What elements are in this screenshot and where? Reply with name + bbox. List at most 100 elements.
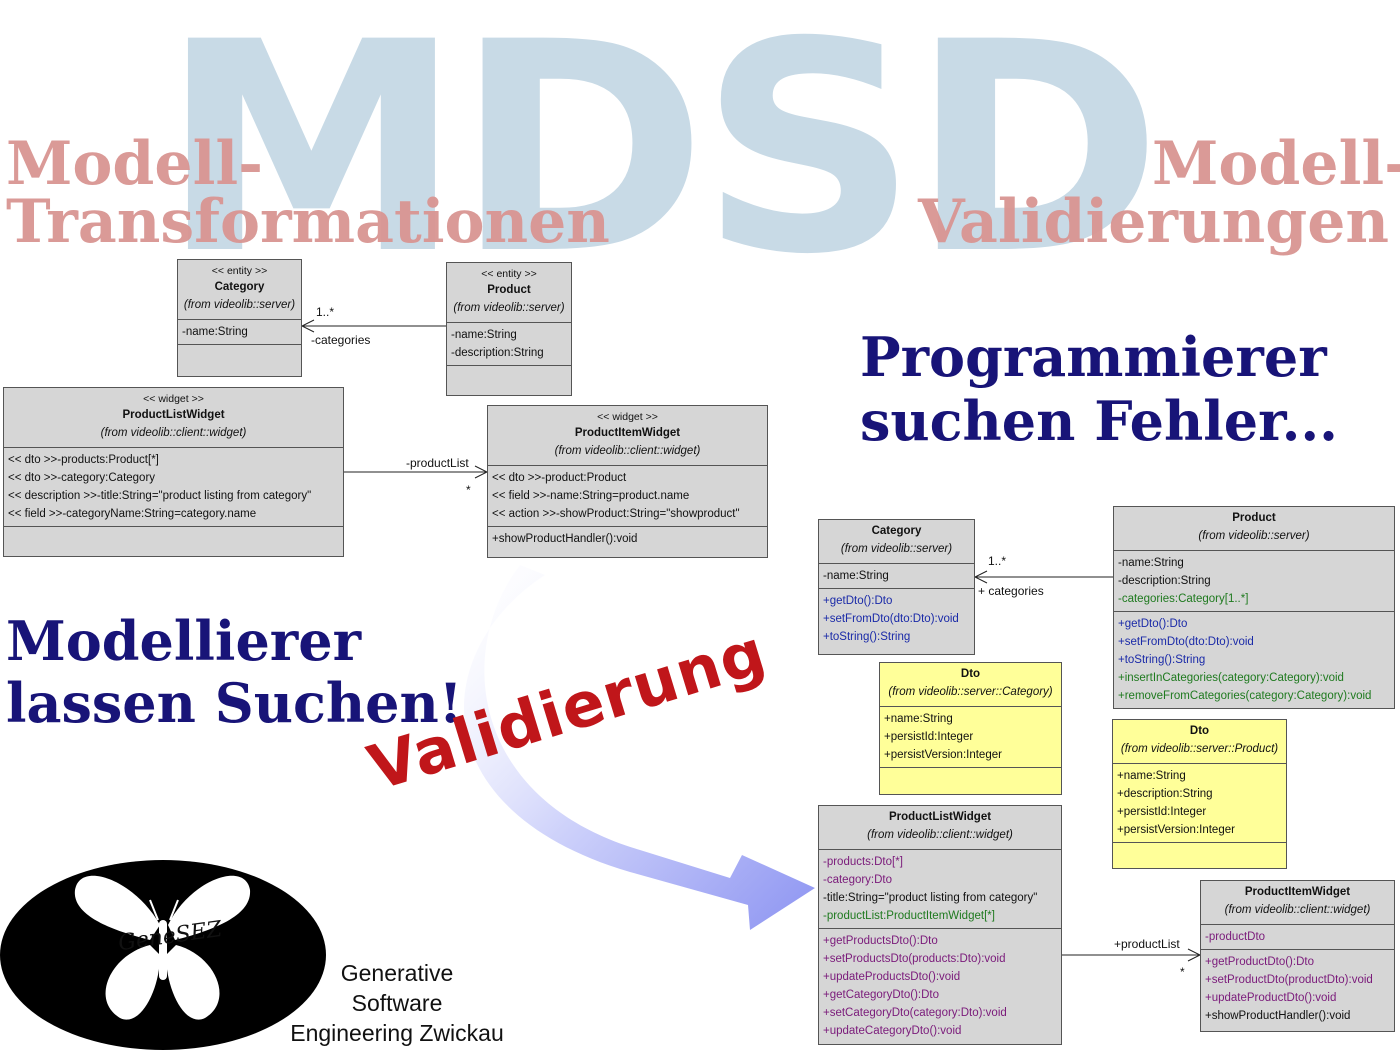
attribute: +persistVersion:Integer bbox=[1117, 823, 1235, 836]
attribute: -name:String bbox=[823, 569, 889, 582]
attribute: << dto >>-products:Product[*] bbox=[8, 453, 159, 466]
operation: +showProductHandler():void bbox=[1205, 1009, 1351, 1022]
class-name: Dto bbox=[1189, 725, 1210, 737]
attributes-section: -products:Dto[*] -category:Dto -title:St… bbox=[819, 850, 1061, 929]
uml-class-product-left[interactable]: << entity >> Product (from videolib::ser… bbox=[446, 262, 572, 396]
operation: +updateCategoryDto():void bbox=[823, 1024, 962, 1037]
attribute: -description:String bbox=[451, 346, 544, 359]
uml-class-category-right[interactable]: Category (from videolib::server) -name:S… bbox=[818, 519, 975, 655]
operation: +toString():String bbox=[823, 630, 911, 643]
stereotype: << entity >> bbox=[211, 265, 268, 277]
validierung-curved-arrow bbox=[463, 565, 815, 930]
operations-section: +getProductDto():Dto +setProductDto(prod… bbox=[1201, 950, 1394, 1028]
heading-modell-validierungen-line1: Modell- bbox=[1152, 129, 1400, 199]
headline-programmierer-line2: suchen Fehler... bbox=[860, 389, 1338, 453]
headline-programmierer-line1: Programmierer bbox=[860, 325, 1327, 389]
attribute: -productList:ProductItemWidget[*] bbox=[823, 909, 995, 922]
class-package: (from videolib::client::widget) bbox=[554, 445, 701, 458]
right-categories-role: + categories bbox=[978, 584, 1044, 598]
operation: +getCategoryDto():Dto bbox=[823, 988, 940, 1001]
operation: +getProductsDto():Dto bbox=[823, 934, 938, 947]
right-categories-arrowhead bbox=[973, 570, 988, 584]
operation: +showProductHandler():void bbox=[492, 532, 638, 545]
operations-section bbox=[178, 345, 301, 363]
attribute: +name:String bbox=[1117, 769, 1186, 782]
left-categories-role: -categories bbox=[311, 333, 371, 347]
uml-class-category-left[interactable]: << entity >> Category (from videolib::se… bbox=[177, 259, 302, 377]
attribute: << field >>-categoryName:String=category… bbox=[8, 507, 257, 520]
operation: +getDto():Dto bbox=[1118, 617, 1188, 630]
uml-class-dto-product[interactable]: Dto (from videolib::server::Product) +na… bbox=[1112, 719, 1287, 869]
mdsd-background-title: MDSD bbox=[160, 0, 1163, 318]
class-name: ProductItemWidget bbox=[574, 427, 681, 440]
operations-section: +getDto():Dto +setFromDto(dto:Dto):void … bbox=[819, 589, 974, 649]
heading-modell-transformationen-line1: Modell- bbox=[6, 129, 264, 199]
attribute: -category:Dto bbox=[823, 873, 893, 886]
stereotype: << entity >> bbox=[481, 268, 537, 280]
class-name: Product bbox=[1232, 512, 1276, 524]
uml-class-dto-category[interactable]: Dto (from videolib::server::Category) +n… bbox=[879, 662, 1062, 795]
uml-class-productlistwidget-right[interactable]: ProductListWidget (from videolib::client… bbox=[818, 805, 1062, 1045]
uml-class-productitemwidget-right[interactable]: ProductItemWidget (from videolib::client… bbox=[1200, 880, 1395, 1032]
caption-line2: Software bbox=[351, 990, 443, 1016]
class-package: (from videolib::client::widget) bbox=[867, 828, 1013, 841]
class-package: (from videolib::server) bbox=[840, 542, 953, 555]
right-categories-multiplicity: 1..* bbox=[988, 554, 1007, 568]
attributes-section: -name:String -description:String bbox=[447, 323, 571, 366]
operations-section: +getDto():Dto +setFromDto(dto:Dto):void … bbox=[1114, 612, 1394, 708]
operation: +setProductDto(productDto):void bbox=[1205, 973, 1373, 986]
class-package: (from videolib::server) bbox=[183, 299, 296, 312]
operation: +getDto():Dto bbox=[823, 594, 893, 607]
caption-line1: Generative bbox=[340, 960, 454, 986]
butterfly-icon bbox=[74, 875, 251, 1020]
operations-section bbox=[4, 527, 343, 545]
attribute: -description:String bbox=[1118, 574, 1211, 587]
uml-class-productlistwidget-left[interactable]: << widget >> ProductListWidget (from vid… bbox=[3, 387, 344, 557]
attributes-section: << dto >>-product:Product << field >>-na… bbox=[488, 466, 767, 527]
operation: +removeFromCategories(category:Category)… bbox=[1118, 689, 1372, 702]
operation: +setProductsDto(products:Dto):void bbox=[823, 952, 1006, 965]
left-productlist-role: -productList bbox=[406, 456, 469, 470]
operation: +setFromDto(dto:Dto):void bbox=[823, 612, 959, 625]
uml-class-productitemwidget-left[interactable]: << widget >> ProductItemWidget (from vid… bbox=[487, 405, 768, 558]
attribute: << dto >>-product:Product bbox=[492, 471, 627, 484]
class-package: (from videolib::server::Product) bbox=[1120, 742, 1279, 755]
operation: +insertInCategories(category:Category):v… bbox=[1118, 671, 1344, 684]
attribute: +name:String bbox=[884, 712, 953, 725]
attribute: -name:String bbox=[451, 328, 517, 341]
attributes-section: -productDto bbox=[1201, 925, 1394, 950]
heading-modell-transformationen-line2: Transformationen bbox=[6, 187, 610, 257]
attribute: -title:String="product listing from cate… bbox=[823, 891, 1038, 904]
attribute: +description:String bbox=[1117, 787, 1213, 800]
attribute: +persistId:Integer bbox=[884, 730, 974, 743]
attributes-section: << dto >>-products:Product[*] << dto >>-… bbox=[4, 448, 343, 527]
attributes-section: +name:String +description:String +persis… bbox=[1113, 764, 1286, 843]
attribute: << action >>-showProduct:String="showpro… bbox=[492, 507, 740, 520]
attribute: +persistId:Integer bbox=[1117, 805, 1207, 818]
attributes-section: +name:String +persistId:Integer +persist… bbox=[880, 707, 1061, 768]
left-categories-multiplicity: 1..* bbox=[316, 305, 335, 319]
stereotype: << widget >> bbox=[597, 411, 658, 423]
attributes-section: -name:String -description:String -catego… bbox=[1114, 551, 1394, 612]
attribute: << description >>-title:String="product … bbox=[8, 489, 312, 502]
left-productlist-multiplicity: * bbox=[466, 483, 471, 497]
heading-modell-validierungen-line2: Validierungen bbox=[918, 187, 1390, 257]
operation: +setCategoryDto(category:Dto):void bbox=[823, 1006, 1007, 1019]
operation: +updateProductDto():void bbox=[1205, 991, 1337, 1004]
attribute: -name:String bbox=[1118, 556, 1184, 569]
attribute: -productDto bbox=[1205, 930, 1266, 943]
uml-class-product-right[interactable]: Product (from videolib::server) -name:St… bbox=[1113, 506, 1395, 709]
headline-modellierer-line2: lassen Suchen! bbox=[6, 671, 463, 735]
operation: +updateProductsDto():void bbox=[823, 970, 961, 983]
class-package: (from videolib::server) bbox=[453, 302, 565, 315]
operations-section bbox=[447, 366, 571, 384]
operations-section: +getProductsDto():Dto +setProductsDto(pr… bbox=[819, 929, 1061, 1043]
class-name: Category bbox=[214, 281, 265, 294]
attribute: +persistVersion:Integer bbox=[884, 748, 1002, 761]
operations-section bbox=[1113, 843, 1286, 861]
headline-modellierer-line1: Modellierer bbox=[6, 609, 362, 673]
operation: +setFromDto(dto:Dto):void bbox=[1118, 635, 1254, 648]
class-package: (from videolib::server) bbox=[1198, 529, 1310, 542]
genesez-caption: Generative Software Engineering Zwickau bbox=[272, 958, 522, 1048]
